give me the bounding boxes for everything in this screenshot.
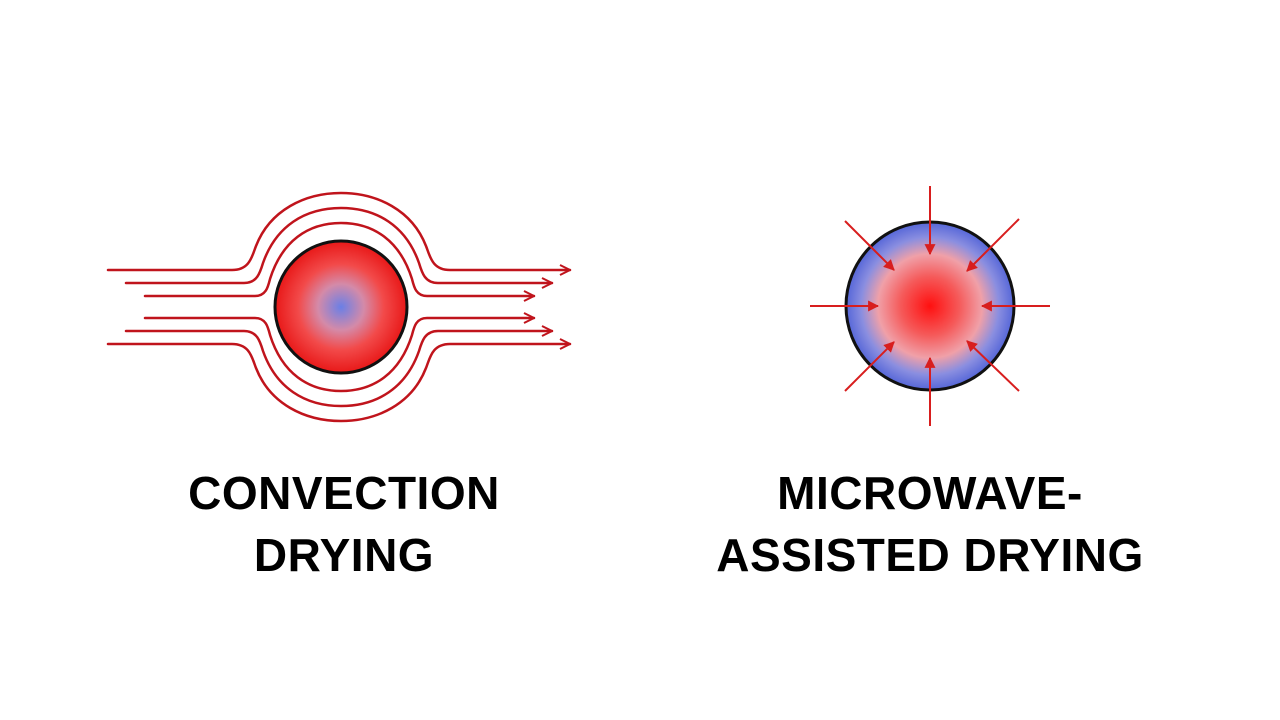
convection-diagram — [106, 191, 572, 423]
convection-caption: CONVECTION DRYING — [84, 462, 604, 586]
microwave-caption-line-1: MICROWAVE- — [777, 467, 1083, 519]
microwave-arrow-bottom-right — [966, 340, 1020, 392]
microwave-caption-line-2: ASSISTED DRYING — [716, 529, 1144, 581]
microwave-arrow-bottom-left — [844, 341, 895, 392]
airflow-line-top-outer — [106, 191, 572, 270]
convection-caption-line-1: CONVECTION — [188, 467, 500, 519]
convection-airflow-lines — [106, 191, 572, 423]
airflow-line-top-inner — [143, 221, 536, 296]
microwave-diagram — [810, 186, 1050, 426]
airflow-line-bottom-middle — [124, 331, 554, 408]
microwave-arrows — [810, 186, 1050, 426]
microwave-arrow-top-right — [966, 218, 1020, 272]
convection-caption-line-2: DRYING — [253, 529, 435, 581]
convection-particle — [273, 239, 409, 375]
airflow-line-bottom-outer — [106, 344, 572, 423]
airflow-line-bottom-inner — [143, 318, 536, 393]
microwave-arrow-top-left — [844, 220, 895, 271]
microwave-caption: MICROWAVE- ASSISTED DRYING — [670, 462, 1190, 586]
airflow-line-top-middle — [124, 206, 554, 283]
